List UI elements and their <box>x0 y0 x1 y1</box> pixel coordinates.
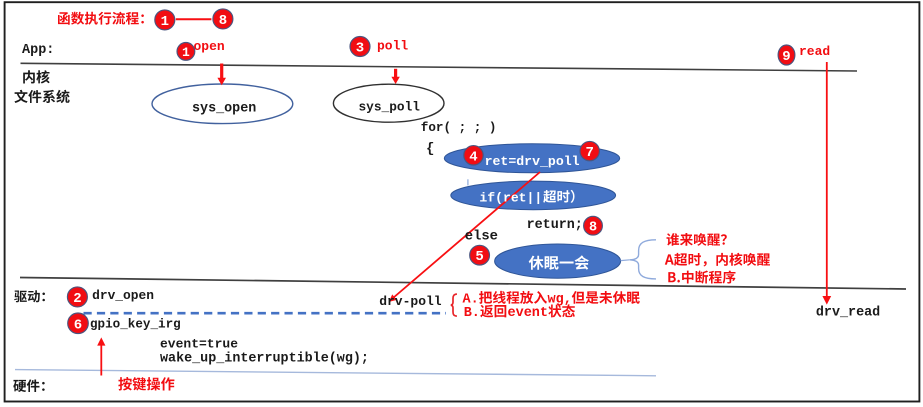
svg-text:sys_poll: sys_poll <box>359 100 421 115</box>
svg-text:gpio_key_irg: gpio_key_irg <box>90 318 181 332</box>
svg-text:5: 5 <box>475 249 483 265</box>
svg-text:2: 2 <box>73 291 81 307</box>
svg-text:8: 8 <box>589 221 597 236</box>
svg-text:6: 6 <box>74 317 82 333</box>
svg-text:sys_open: sys_open <box>192 102 256 117</box>
svg-text:9: 9 <box>782 49 790 65</box>
svg-text:drv_open: drv_open <box>92 288 154 303</box>
svg-text:event=true: event=true <box>160 337 238 352</box>
svg-text:B.: B. <box>464 306 480 321</box>
svg-text:event: event <box>508 306 549 321</box>
svg-text:if(ret||: if(ret|| <box>479 191 542 206</box>
svg-text:3: 3 <box>356 41 364 57</box>
svg-text:4: 4 <box>469 149 477 165</box>
svg-text:drv_read: drv_read <box>816 306 880 321</box>
svg-text:wake_up_interruptible(wg);: wake_up_interruptible(wg); <box>160 352 369 367</box>
svg-text:open: open <box>194 39 225 54</box>
svg-text:else: else <box>465 229 498 245</box>
svg-text:poll: poll <box>377 39 408 54</box>
svg-text:wg,: wg, <box>548 293 572 308</box>
svg-text:App:: App: <box>22 43 54 58</box>
svg-text:{: { <box>426 141 434 157</box>
svg-text:return;: return; <box>527 218 583 233</box>
svg-text:for( ; ; ): for( ; ; ) <box>421 121 497 135</box>
svg-text:7: 7 <box>585 145 593 161</box>
svg-text:1: 1 <box>182 45 190 60</box>
svg-text:ret=drv_poll: ret=drv_poll <box>485 154 580 169</box>
svg-text:drv-poll: drv-poll <box>379 294 442 309</box>
svg-text:A.: A. <box>463 293 479 308</box>
svg-text:1: 1 <box>161 14 169 30</box>
svg-text:read: read <box>799 44 830 59</box>
svg-text:8: 8 <box>219 13 227 29</box>
